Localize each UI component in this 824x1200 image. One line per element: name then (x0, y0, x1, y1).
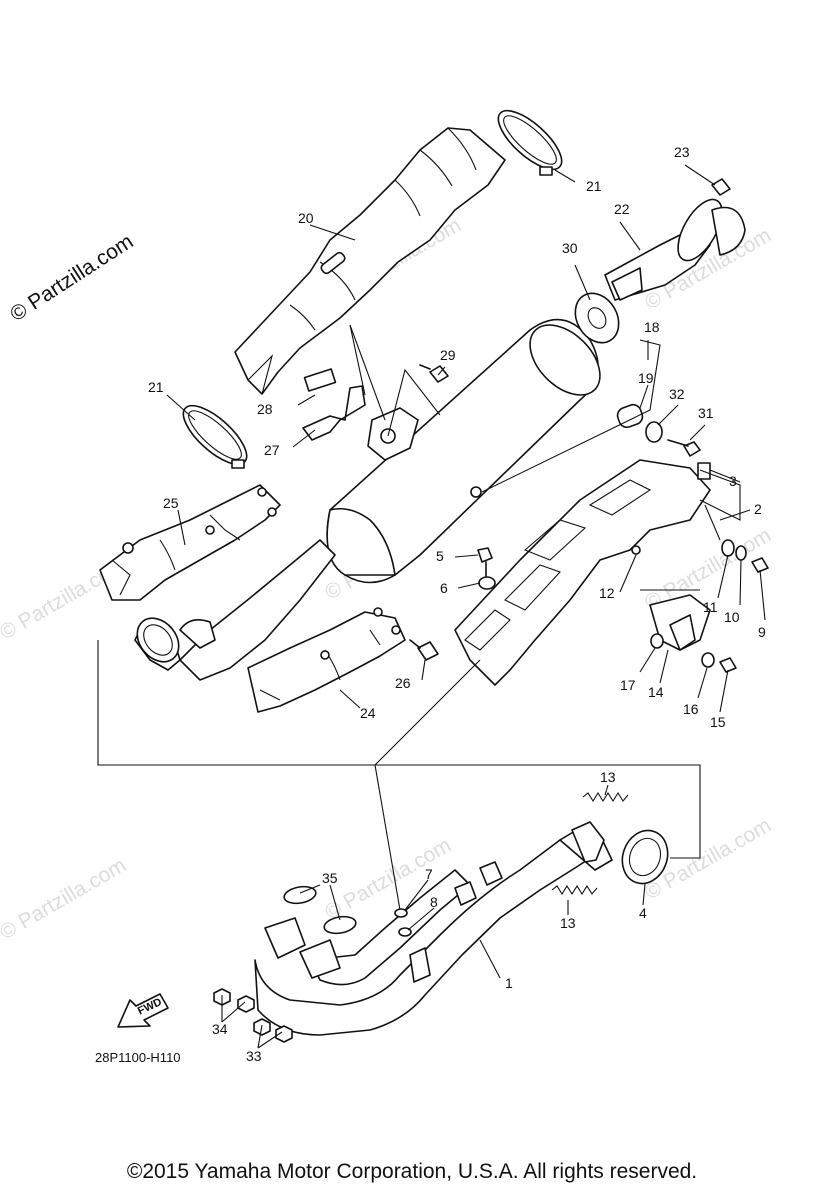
callout-32: 32 (669, 386, 685, 402)
gasket-30[interactable] (567, 285, 628, 350)
callout-33: 33 (246, 1048, 262, 1064)
heat-guard-right[interactable] (247, 607, 406, 713)
watermark-text: © Partzilla.com (0, 854, 130, 945)
callout-21-lower: 21 (148, 379, 164, 395)
pad-28[interactable] (303, 368, 337, 392)
callout-24: 24 (360, 705, 376, 721)
leader-lines (97, 164, 766, 1049)
callout-13-upper: 13 (600, 769, 616, 785)
spring-lower[interactable] (551, 884, 598, 896)
callout-9: 9 (758, 624, 766, 640)
side-protector[interactable] (454, 459, 711, 686)
callout-10: 10 (724, 609, 740, 625)
callout-12: 12 (599, 585, 615, 601)
washer-7[interactable] (394, 908, 408, 918)
nuts[interactable] (213, 988, 293, 1043)
spring-upper[interactable] (582, 791, 629, 803)
callout-15: 15 (710, 714, 726, 730)
partzilla-brand: © Partzilla.com (6, 230, 137, 326)
callout-34: 34 (212, 1021, 228, 1037)
callout-30: 30 (562, 240, 578, 256)
clamp-bolt (539, 166, 553, 176)
callout-3: 3 (729, 473, 737, 489)
callout-28: 28 (257, 401, 273, 417)
callout-29: 29 (440, 347, 456, 363)
washer-6[interactable] (478, 576, 496, 590)
callout-26: 26 (395, 675, 411, 691)
callout-1: 1 (505, 975, 513, 991)
forward-arrow: FWD (117, 993, 169, 1028)
callout-18: 18 (644, 319, 660, 335)
callout-13-lower: 13 (560, 915, 576, 931)
washer-32[interactable] (645, 421, 663, 443)
callout-11: 11 (703, 599, 718, 615)
heat-shield-upper[interactable] (234, 127, 506, 395)
callout-14: 14 (648, 684, 664, 700)
callout-8: 8 (430, 894, 438, 910)
callout-6: 6 (440, 580, 448, 596)
header-pipe[interactable] (254, 821, 613, 1036)
callout-25: 25 (163, 495, 179, 511)
callout-27: 27 (264, 442, 280, 458)
bracket-27[interactable] (302, 385, 366, 441)
bolt-26[interactable] (409, 639, 439, 661)
diagram-code: 28P1100-H110 (95, 1050, 181, 1065)
callout-19: 19 (638, 370, 654, 386)
copyright-footer: ©2015 Yamaha Motor Corporation, U.S.A. A… (126, 1160, 698, 1183)
callout-31: 31 (698, 405, 714, 421)
callout-17: 17 (620, 677, 636, 693)
muffler[interactable] (129, 312, 613, 681)
callout-16: 16 (683, 701, 699, 717)
damper-19[interactable] (615, 402, 644, 429)
bolt-23[interactable] (711, 178, 731, 196)
tail-pipe[interactable] (604, 193, 746, 301)
callout-21-upper: 21 (586, 178, 602, 194)
heat-guard-left[interactable] (99, 484, 281, 601)
callout-20: 20 (298, 210, 314, 226)
bolt-29[interactable] (419, 364, 449, 383)
callout-5: 5 (436, 548, 444, 564)
callout-numbers: 1 2 3 4 5 6 7 8 9 10 11 12 13 13 14 15 1… (148, 144, 766, 1064)
bolt-5[interactable] (477, 547, 493, 577)
callout-2: 2 (754, 501, 762, 517)
callout-23: 23 (674, 144, 690, 160)
exhaust-clamp-upper[interactable] (490, 101, 571, 178)
gasket-4[interactable] (615, 824, 675, 890)
callout-22: 22 (614, 201, 630, 217)
gasket-35a[interactable] (283, 884, 317, 905)
callout-4: 4 (639, 905, 647, 921)
bolt-31[interactable] (667, 439, 701, 457)
callout-35: 35 (322, 870, 338, 886)
callout-7: 7 (425, 866, 433, 882)
